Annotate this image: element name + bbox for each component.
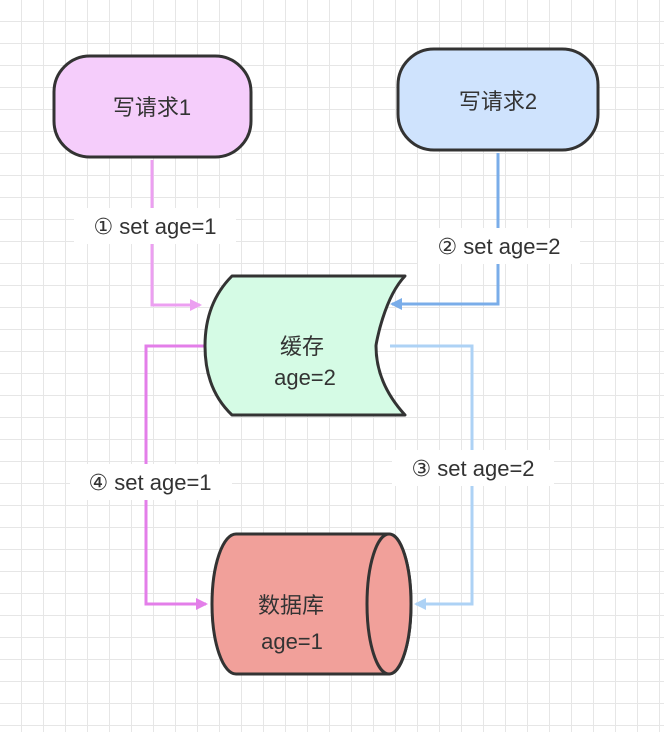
edge-label-req2: ② set age=2 [418,228,580,264]
database-value: age=1 [261,629,323,654]
node-database: 数据库 age=1 [210,532,413,676]
edge-label-req1: ① set age=1 [74,208,236,244]
edge-label-step3: ③ set age=2 [392,450,554,486]
edge-req2-to-cache [390,153,500,310]
edge-label-step4: ④ set age=1 [70,464,232,500]
cache-value: age=2 [274,365,336,390]
node-cache: 缓存 age=2 [203,274,407,417]
edge-label-step3-text: ③ set age=2 [411,456,534,481]
write-request-2-label: 写请求2 [459,89,537,114]
node-write-request-2: 写请求2 [396,47,600,152]
edge-label-req2-text: ② set age=2 [437,234,560,259]
edge-label-step4-text: ④ set age=1 [88,470,211,495]
database-end-cap [365,532,413,676]
cache-shape [203,274,407,417]
write-request-1-shape [52,54,253,159]
write-request-2-shape [396,47,600,152]
node-write-request-1: 写请求1 [52,54,253,159]
edge-label-req1-text: ① set age=1 [93,214,216,239]
database-label: 数据库 [258,593,324,618]
cache-label: 缓存 [280,334,324,359]
edge-req2-to-cache-line [390,153,500,310]
write-request-1-label: 写请求1 [113,95,191,120]
